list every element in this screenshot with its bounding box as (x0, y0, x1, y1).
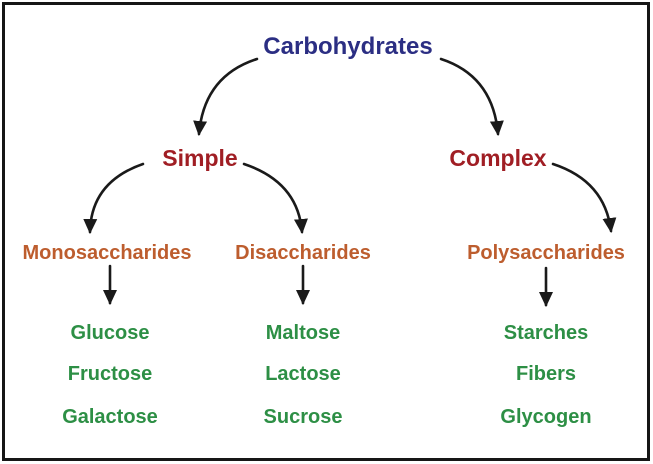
arrow-simple-to-disaccharides-icon (242, 162, 308, 234)
node-disaccharides: Disaccharides (235, 242, 371, 264)
arrow-simple-to-monosaccharides-icon (83, 162, 145, 234)
arrow-complex-to-polysaccharides-icon (551, 162, 617, 233)
node-complex: Complex (449, 145, 547, 171)
node-carbohydrates: Carbohydrates (263, 33, 433, 60)
leaf-lactose: Lactose (265, 363, 341, 385)
leaf-maltose: Maltose (265, 322, 341, 344)
node-simple: Simple (162, 145, 238, 171)
arrow-carbohydrates-to-complex-icon (439, 57, 504, 136)
node-monosaccharides: Monosaccharides (22, 242, 192, 264)
node-polysaccharides: Polysaccharides (467, 242, 625, 264)
arrow-carbohydrates-to-simple-icon (193, 57, 259, 136)
leaf-fructose: Fructose (67, 363, 153, 385)
leaf-glycogen: Glycogen (500, 406, 592, 428)
leaf-fibers: Fibers (515, 363, 577, 385)
leaf-glucose: Glucose (70, 322, 150, 344)
leaf-sucrose: Sucrose (263, 406, 343, 428)
leaf-galactose: Galactose (62, 406, 158, 428)
leaf-starches: Starches (503, 322, 589, 344)
